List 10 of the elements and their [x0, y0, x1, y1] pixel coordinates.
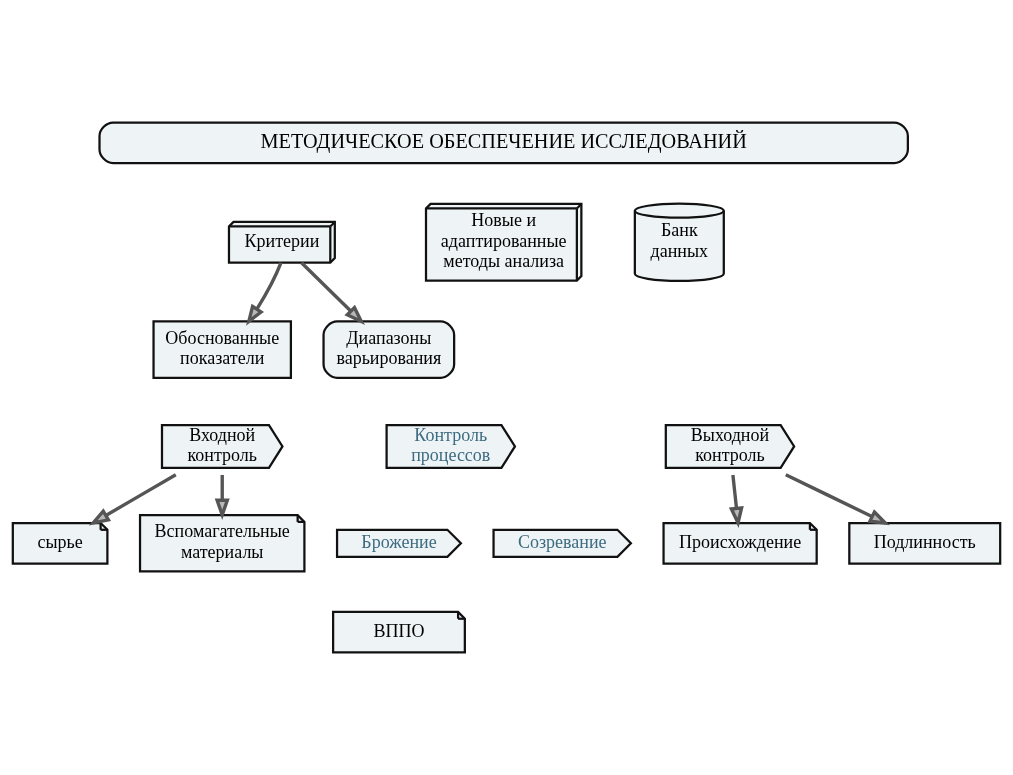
- node-box: МЕТОДИЧЕСКОЕ ОБЕСПЕЧЕНИЕ ИССЛЕДОВАНИЙ: [98, 121, 909, 165]
- arrow: [300, 261, 365, 326]
- arrow: [214, 474, 230, 520]
- node-box: Обоснованные показатели: [152, 320, 293, 379]
- arrow: [88, 473, 177, 526]
- arrow: [785, 473, 890, 526]
- node-box: Подлинность: [848, 521, 1002, 565]
- node-box: Диапазоны варьирования: [322, 320, 456, 379]
- arrow: [246, 262, 283, 326]
- arrow: [728, 474, 744, 529]
